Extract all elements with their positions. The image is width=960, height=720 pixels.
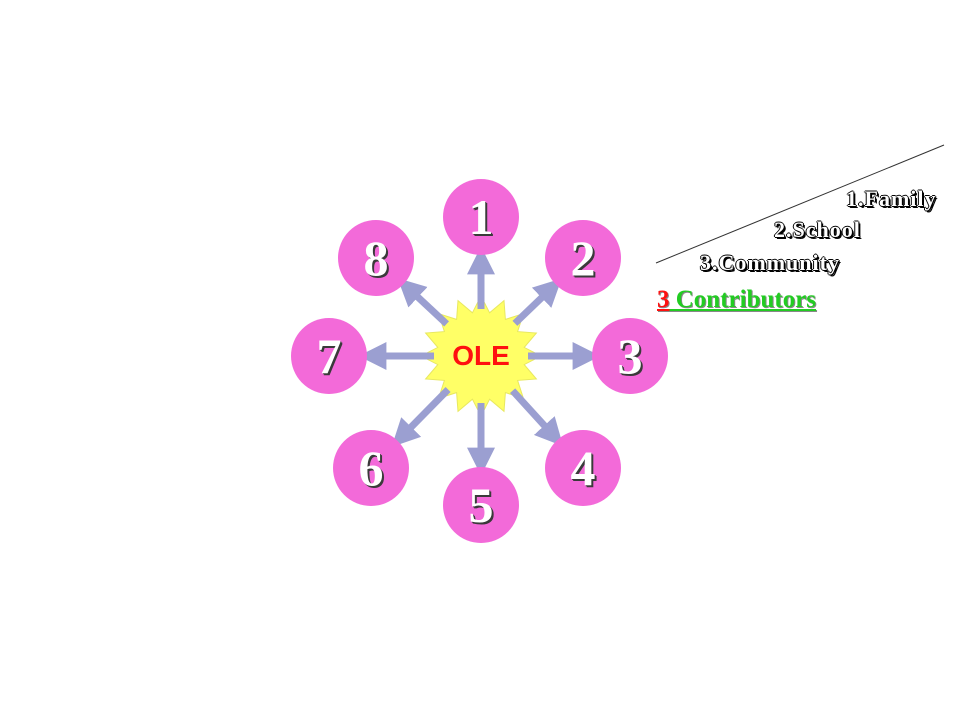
contributors-heading: 3 Contributors (657, 287, 816, 312)
node-number: 5 (468, 477, 494, 533)
arrow-to-node-8 (397, 278, 449, 327)
contributor-family: 1.Family (846, 186, 937, 211)
node-circle-2: 2 (545, 220, 621, 296)
arrow-to-node-6 (391, 387, 451, 447)
divider-line (655, 144, 945, 264)
contributor-school: 2.School (774, 217, 861, 242)
arrow-to-node-2 (512, 278, 562, 326)
node-number: 4 (570, 440, 596, 496)
node-circle-5: 5 (443, 467, 519, 543)
node-circle-8: 8 (338, 220, 414, 296)
contributors-count: 3 (657, 286, 670, 313)
node-circle-7: 7 (291, 318, 367, 394)
node-number: 3 (617, 328, 643, 384)
arrow-to-node-4 (510, 388, 564, 447)
node-circle-1: 1 (443, 179, 519, 255)
node-number: 6 (358, 440, 384, 496)
node-circle-6: 6 (333, 430, 409, 506)
ole-label: OLE (452, 340, 510, 371)
contributors-text: Contributors (669, 286, 817, 313)
node-number: 7 (316, 328, 342, 384)
contributor-community: 3.Community (700, 250, 840, 275)
node-circle-3: 3 (592, 318, 668, 394)
node-number: 1 (468, 189, 494, 245)
node-number: 2 (570, 230, 596, 286)
node-circle-4: 4 (545, 430, 621, 506)
node-number: 8 (363, 230, 389, 286)
